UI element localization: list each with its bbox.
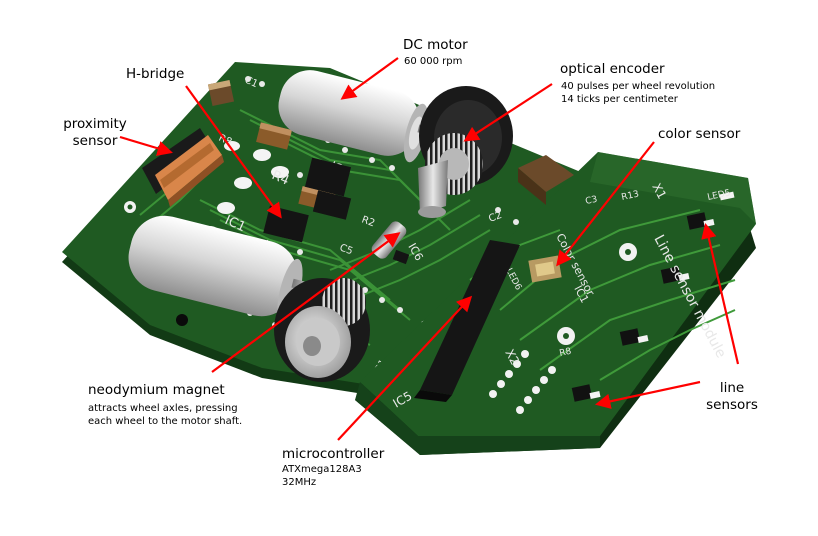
silk-x1: X1 (649, 181, 669, 202)
arrow-microcontroller (337, 295, 473, 441)
silk-c5: C5 (338, 242, 354, 257)
optical-encoder-pulses: 40 pulses per wheel revolution (561, 81, 716, 92)
silk-r4: R4 (269, 168, 291, 189)
neodymium-magnet-desc2: each wheel to the motor shaft. (88, 416, 243, 427)
smd-components (207, 79, 410, 265)
neodymium-magnet-label: neodymium magnet (88, 382, 225, 398)
microcontroller-clock: 32MHz (282, 477, 317, 488)
silk-c1: C1 (243, 75, 260, 90)
encoder-wheel-bottom (274, 221, 407, 382)
neodymium-magnet-desc1: attracts wheel axles, pressing (88, 403, 238, 414)
silk-x2: X2 (502, 347, 522, 368)
silk-r13: R13 (621, 189, 640, 202)
proximity-sensor-label-line1: proximity (63, 116, 127, 132)
optical-encoder-label: optical encoder (560, 61, 665, 77)
arrow-proximity-sensor (119, 135, 173, 156)
arrow-optical-encoder (463, 83, 553, 142)
silk-led5: LED5 (707, 188, 732, 203)
microcontroller-label: microcontroller (282, 446, 385, 462)
dc-motor-rpm: 60 000 rpm (404, 56, 463, 67)
proximity-sensor-part (142, 128, 224, 207)
arrow-line-sensor-2 (594, 380, 701, 409)
color-sensor-bracket (518, 155, 574, 205)
annotation-arrows (119, 57, 740, 441)
microcontroller-model: ATXmega128A3 (282, 464, 362, 475)
arrow-line-sensor-1 (701, 222, 740, 365)
silk-r2: R2 (360, 214, 376, 229)
optical-encoder-ticks: 14 ticks per centimeter (561, 94, 678, 105)
silk-c3: C3 (585, 195, 599, 207)
line-sensors-label-line1: line (719, 380, 745, 396)
dc-motor-label: DC motor (403, 37, 468, 53)
arrow-color-sensor (556, 141, 655, 267)
silk-c2: C2 (487, 210, 503, 225)
proximity-sensor-label-line2: sensor (72, 133, 118, 149)
arrow-dc-motor (340, 57, 399, 100)
line-sensors-label-line2: sensors (706, 397, 758, 413)
silk-r8b: R8 (559, 347, 573, 359)
arrow-neodymium-magnet (211, 232, 401, 373)
color-sensor-label: color sensor (658, 126, 741, 142)
arrow-h-bridge (185, 85, 282, 219)
h-bridge-label: H-bridge (126, 66, 185, 82)
microcontroller-chip (414, 240, 520, 402)
